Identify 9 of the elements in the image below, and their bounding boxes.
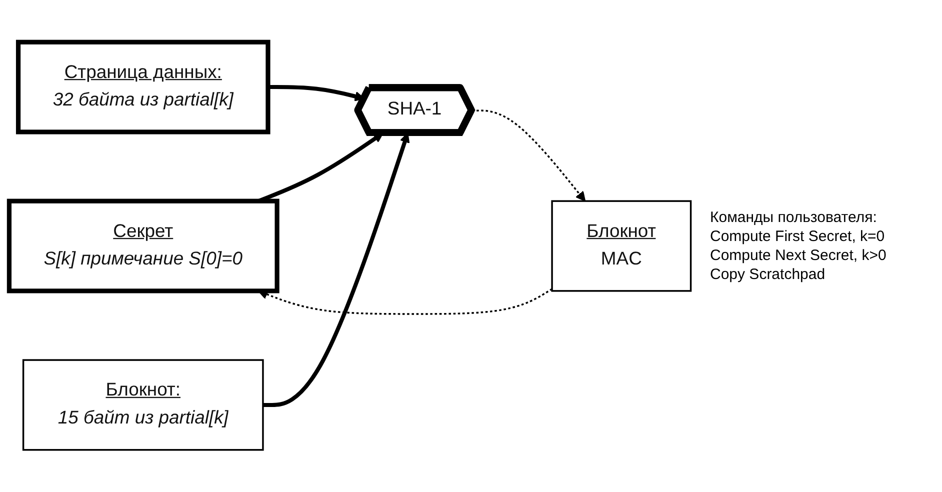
node-box: Блокнот: 15 байт из partial[k] [22,359,264,451]
note-text: Compute First Secret, k=0 [710,227,885,246]
node-box: Страница данных: 32 байта из partial[k] [16,40,270,134]
note-text: Команды пользователя: [710,208,877,227]
node-box: Секрет S[k] примечание S[0]=0 [6,198,280,294]
node-box: Блокнот MAC [551,200,692,292]
note-text: Compute Next Secret, k>0 [710,246,886,265]
note-text: Copy Scratchpad [710,265,826,284]
arrow [258,288,552,315]
